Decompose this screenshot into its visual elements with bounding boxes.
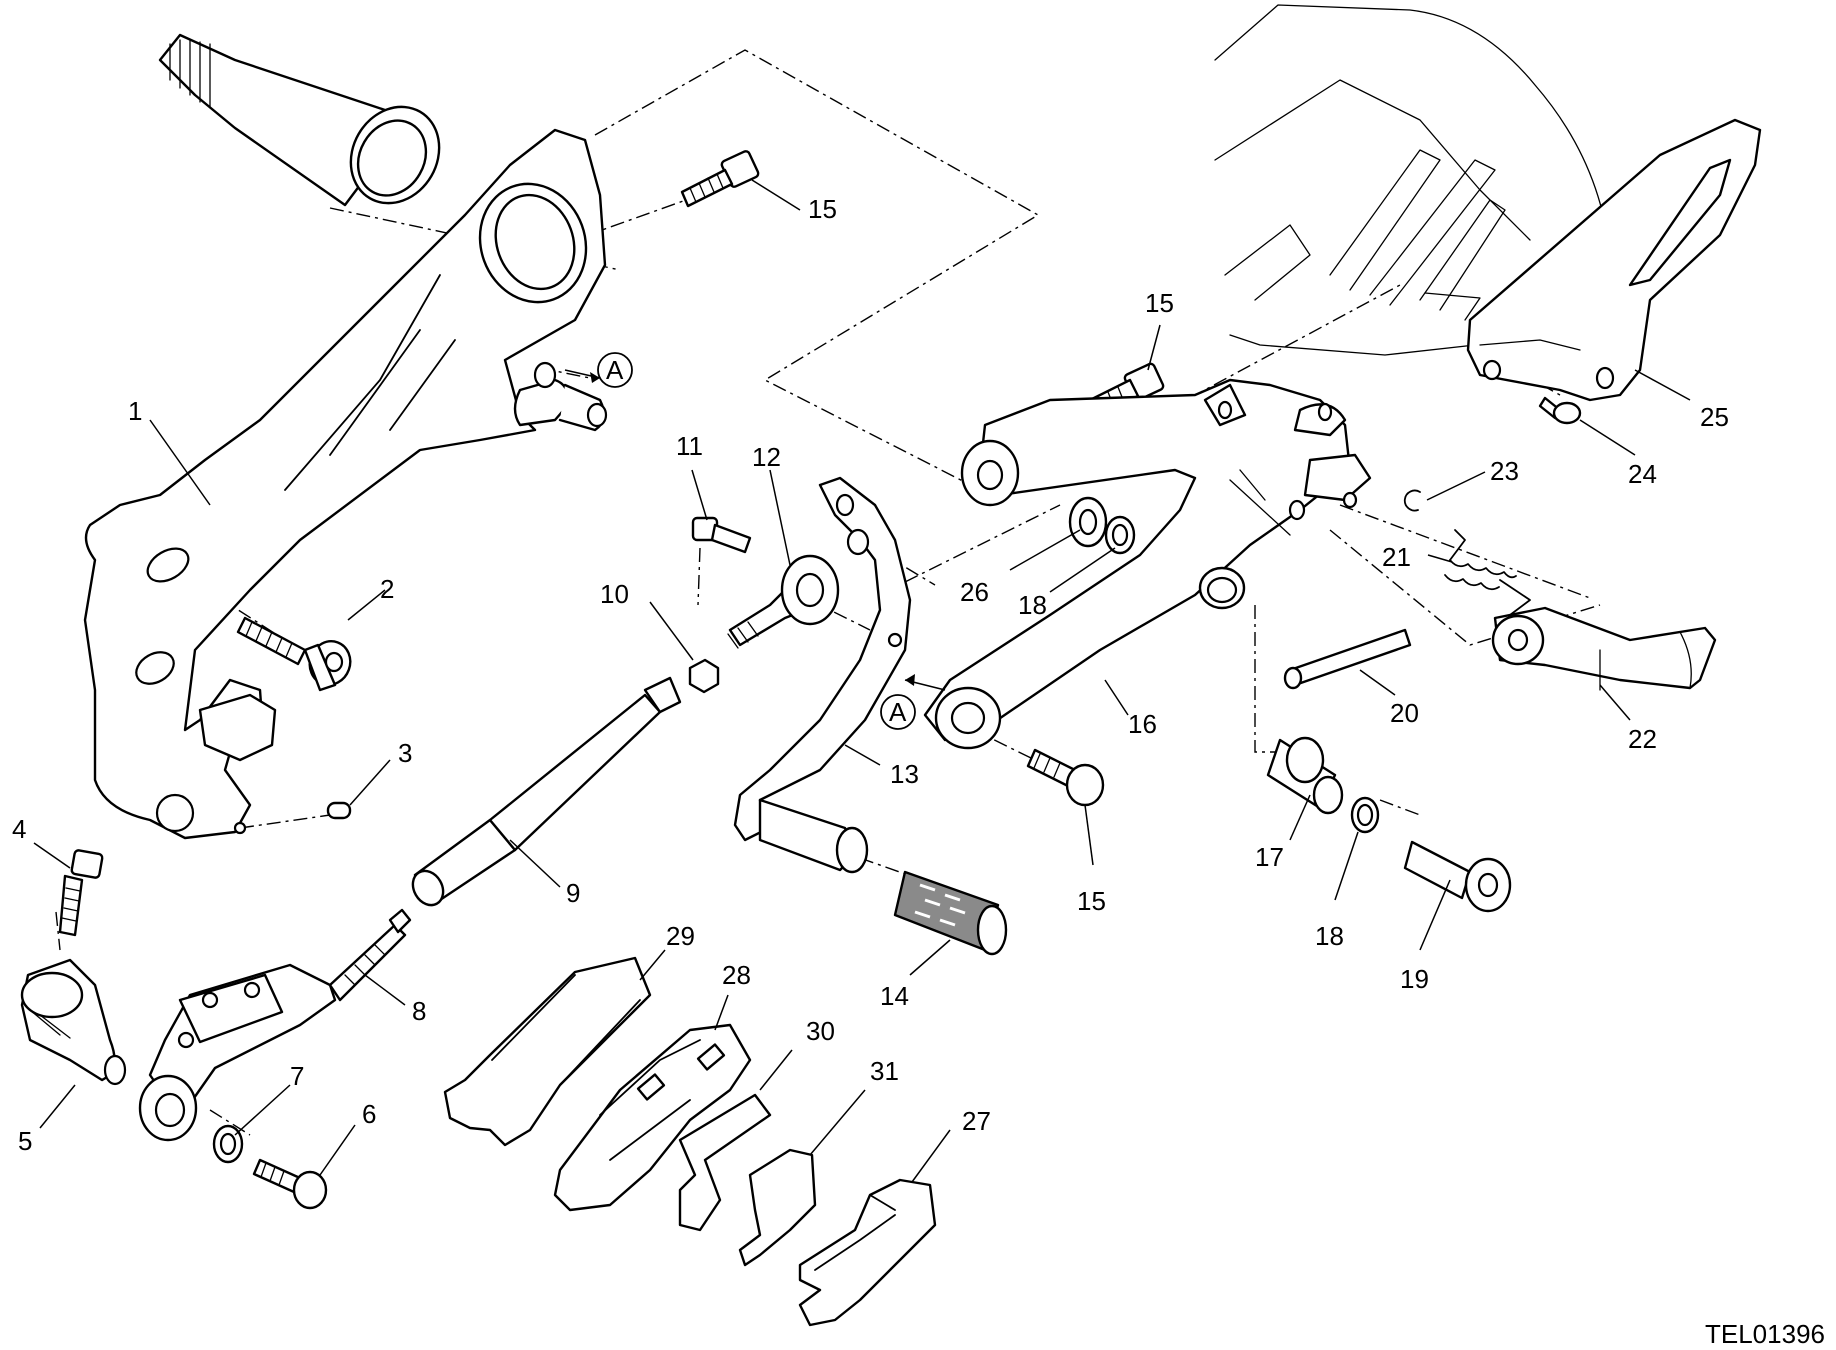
callout-12: 12 (752, 442, 781, 472)
leader-lines (33, 179, 1691, 1183)
callout-16: 16 (1128, 709, 1157, 739)
callout-31: 31 (870, 1056, 899, 1086)
callout-3: 3 (398, 738, 412, 768)
callout-18-lower: 18 (1315, 921, 1344, 951)
main-bracket-assembly (83, 33, 608, 840)
clip-27 (798, 1178, 937, 1327)
callout-labels: 1 2 3 4 5 6 7 8 9 10 11 12 13 14 15 15 1… (12, 194, 1729, 1156)
callout-13: 13 (890, 759, 919, 789)
spring-21 (1444, 529, 1531, 616)
callout-2: 2 (380, 574, 394, 604)
clip-28 (553, 1023, 752, 1212)
circlip-23 (1403, 489, 1421, 512)
callout-27: 27 (962, 1106, 991, 1136)
callout-10: 10 (600, 579, 629, 609)
heel-guard-25 (1466, 118, 1762, 402)
callout-4: 4 (12, 814, 26, 844)
rod-end-12 (727, 554, 840, 649)
clip-30 (678, 1093, 772, 1232)
screw-15-top (680, 150, 760, 208)
reference-marker-a-top: A (564, 352, 633, 388)
callout-15-low: 15 (1077, 886, 1106, 916)
master-cylinder-8 (138, 908, 412, 1142)
callout-17: 17 (1255, 842, 1284, 872)
reference-marker-a-mid: A (880, 674, 946, 730)
guard-29 (443, 956, 652, 1147)
callout-8: 8 (412, 996, 426, 1026)
callout-15-mid: 15 (1145, 288, 1174, 318)
screw-24 (1538, 396, 1582, 425)
callout-21: 21 (1382, 542, 1411, 572)
footpeg-bracket-16 (923, 378, 1372, 750)
callout-23: 23 (1490, 456, 1519, 486)
footpeg-22 (1491, 606, 1717, 691)
callout-15-top: 15 (808, 194, 837, 224)
dowel-3 (326, 801, 352, 820)
clip-31 (738, 1148, 817, 1267)
callout-5: 5 (18, 1126, 32, 1156)
callout-25: 25 (1700, 402, 1729, 432)
nut-10 (688, 658, 720, 694)
screw-11 (691, 516, 752, 554)
push-rod-9 (411, 676, 682, 907)
callout-22: 22 (1628, 724, 1657, 754)
callout-11: 11 (676, 431, 703, 461)
callout-30: 30 (806, 1016, 835, 1046)
callout-19: 19 (1400, 964, 1429, 994)
callout-26: 26 (960, 577, 989, 607)
callout-7: 7 (290, 1061, 304, 1091)
screw-15-low (1026, 748, 1105, 807)
callout-18-upper: 18 (1018, 590, 1047, 620)
callout-28: 28 (722, 960, 751, 990)
callout-1: 1 (128, 396, 142, 426)
rubber-grip-14 (893, 870, 1008, 956)
bushing-17 (1266, 736, 1344, 815)
screw-6 (252, 1158, 328, 1210)
marker-a-label-mid: A (889, 697, 907, 727)
pin-20 (1283, 628, 1412, 690)
drawing-code: TEL01396 (1705, 1319, 1825, 1349)
callout-14: 14 (880, 981, 909, 1011)
clevis-5 (20, 958, 127, 1086)
shift-lever-13 (733, 476, 912, 874)
callout-9: 9 (566, 878, 580, 908)
callout-6: 6 (362, 1099, 376, 1129)
callout-29: 29 (666, 921, 695, 951)
bolt-2 (236, 616, 352, 692)
marker-a-label-top: A (606, 355, 624, 385)
screw-4 (58, 849, 104, 937)
shoulder-screw-19 (1403, 840, 1512, 913)
callout-20: 20 (1390, 698, 1419, 728)
callout-24: 24 (1628, 459, 1657, 489)
